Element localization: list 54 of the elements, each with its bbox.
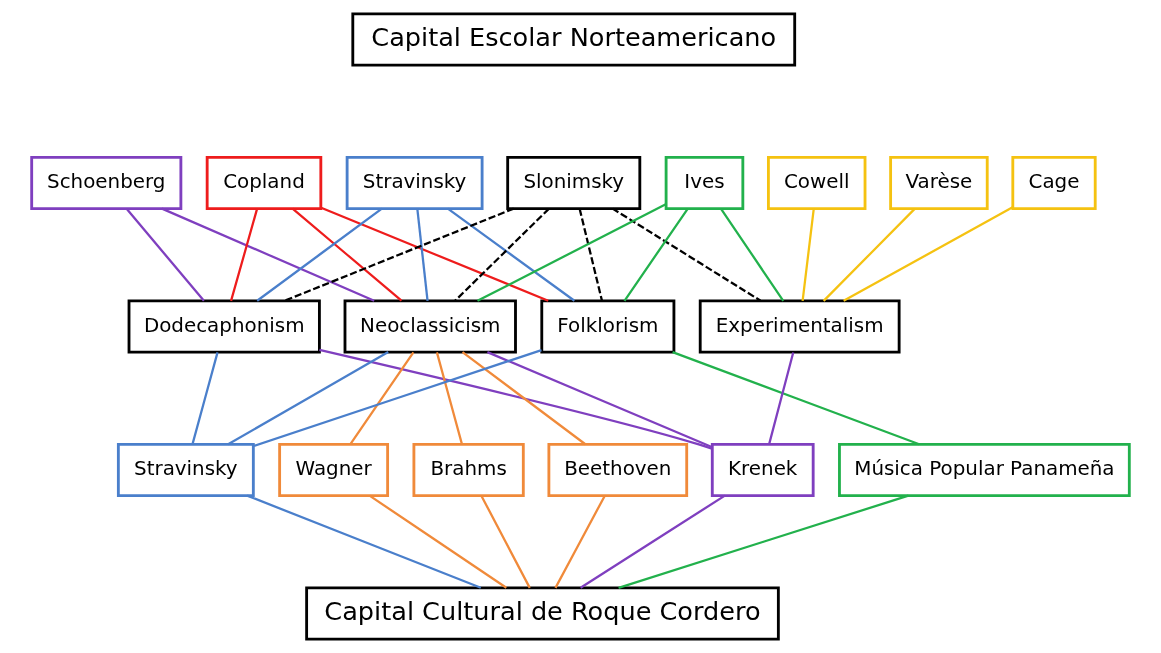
connector xyxy=(320,206,549,302)
connector xyxy=(843,206,1014,302)
connector xyxy=(454,208,550,302)
connector xyxy=(612,207,762,302)
node-box: Capital Escolar Norteamericano xyxy=(351,12,797,67)
connector xyxy=(319,348,713,450)
connector xyxy=(720,208,785,302)
node-box: Neoclassicism xyxy=(343,299,517,354)
connector xyxy=(246,494,482,589)
connector xyxy=(623,208,689,302)
connector xyxy=(578,208,604,302)
connector xyxy=(672,351,920,446)
connector xyxy=(461,351,587,446)
connector xyxy=(447,207,576,302)
connector xyxy=(161,207,375,302)
connector xyxy=(554,495,606,589)
connector xyxy=(618,494,909,589)
node-box: Schoenberg xyxy=(30,156,183,210)
connector xyxy=(125,208,205,302)
node-box: Brahms xyxy=(412,443,525,497)
connector xyxy=(822,208,916,302)
connector xyxy=(229,208,259,302)
connector xyxy=(349,351,415,445)
node-box: Beethoven xyxy=(547,443,689,497)
connector xyxy=(191,352,219,445)
node-box: Stravinsky xyxy=(116,443,255,497)
connector xyxy=(435,352,464,445)
connector xyxy=(768,352,795,445)
connector xyxy=(256,207,383,302)
node-box: Cage xyxy=(1011,156,1097,210)
node-box: Krenek xyxy=(710,443,815,497)
node-box: Slonimsky xyxy=(506,156,642,210)
connector xyxy=(227,351,389,446)
connector xyxy=(253,349,542,447)
connector xyxy=(580,494,726,589)
connector xyxy=(801,208,815,301)
connector xyxy=(368,494,507,589)
node-box: Experimentalism xyxy=(698,299,901,354)
connector xyxy=(486,351,713,449)
connector xyxy=(416,208,429,301)
node-box: Capital Cultural de Roque Cordero xyxy=(305,586,780,641)
connector xyxy=(284,207,515,302)
node-box: Stravinsky xyxy=(345,156,484,210)
node-box: Ives xyxy=(664,156,745,210)
node-box: Folklorism xyxy=(540,299,676,354)
node-box: Dodecaphonism xyxy=(127,299,321,354)
node-box: Cowell xyxy=(767,156,867,210)
node-box: Copland xyxy=(205,156,323,210)
node-box: Música Popular Panameña xyxy=(838,443,1131,497)
connector xyxy=(480,495,531,589)
connector xyxy=(291,207,403,302)
connector xyxy=(476,203,667,302)
node-box: Varèse xyxy=(889,156,989,210)
node-box: Wagner xyxy=(278,443,390,497)
